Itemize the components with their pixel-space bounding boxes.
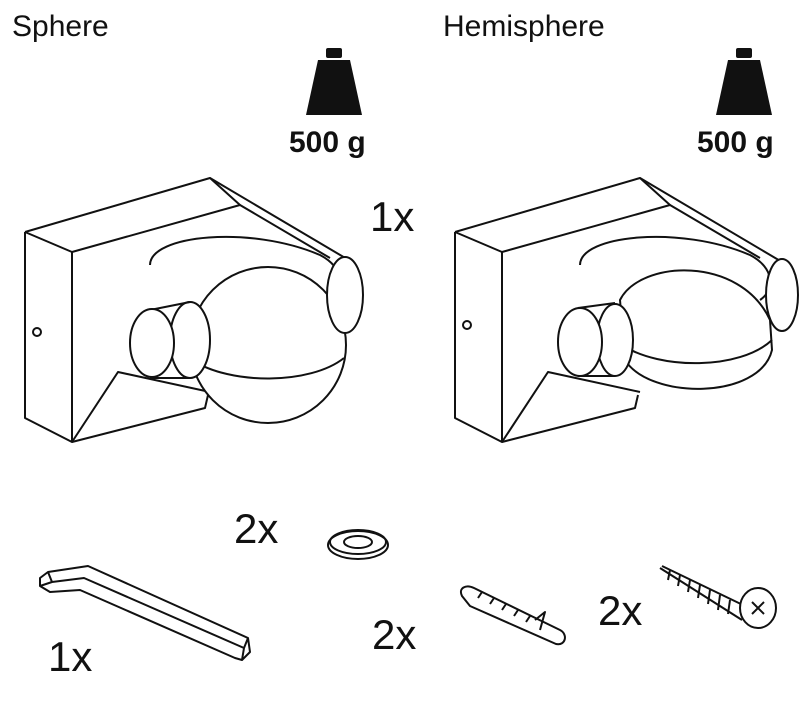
wall-plug bbox=[460, 585, 566, 646]
sphere-weight: 500 g bbox=[289, 126, 366, 159]
hemisphere-weight: 500 g bbox=[697, 126, 774, 159]
hex-key bbox=[39, 565, 251, 661]
wall-plug-quantity: 2x bbox=[372, 611, 417, 658]
sphere-device bbox=[24, 177, 364, 443]
hemisphere-device bbox=[454, 177, 799, 443]
washer-quantity: 2x bbox=[234, 505, 279, 552]
sphere-title: Sphere bbox=[12, 10, 109, 43]
device-quantity: 1x bbox=[370, 193, 415, 240]
screw-quantity: 2x bbox=[598, 587, 643, 634]
hemisphere-title: Hemisphere bbox=[443, 10, 605, 43]
washer bbox=[327, 529, 389, 560]
weight-icon bbox=[306, 48, 362, 115]
screw bbox=[659, 565, 777, 629]
hex-key-quantity: 1x bbox=[48, 633, 93, 680]
weight-icon bbox=[716, 48, 772, 115]
